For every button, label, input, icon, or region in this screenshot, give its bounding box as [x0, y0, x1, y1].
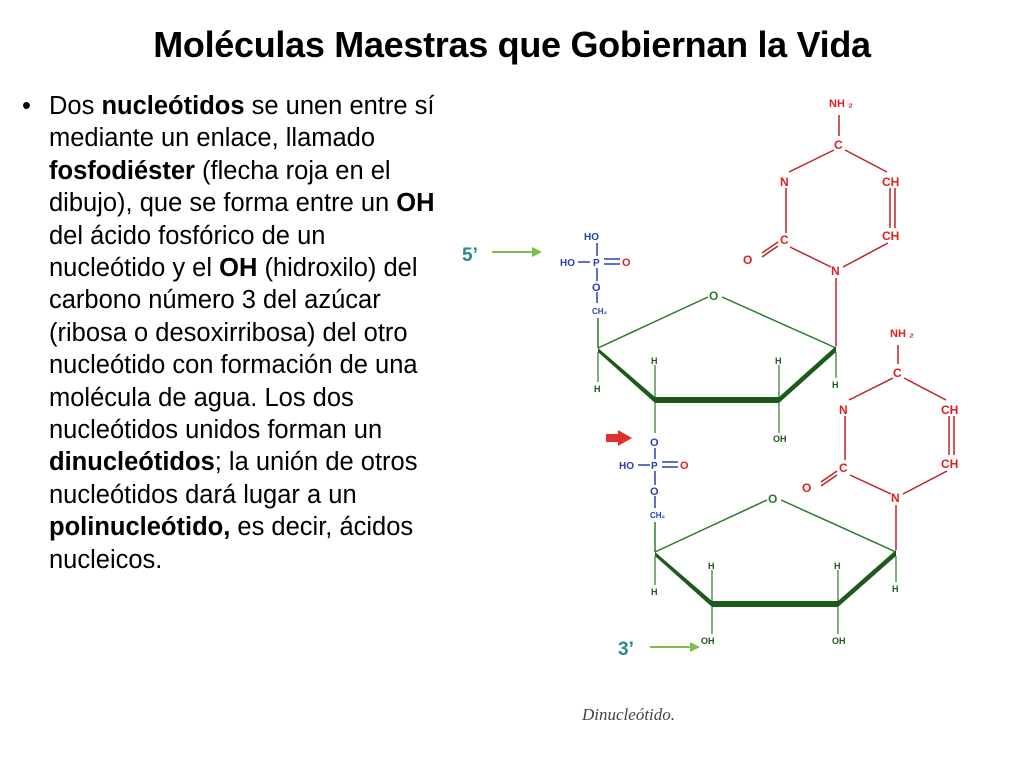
three-prime-label: 3’ [618, 639, 634, 660]
bold-term: OH [219, 254, 258, 283]
bottom-base-ch-bottom: CH [941, 457, 958, 471]
bottom-nh2: NH ₂ [890, 328, 914, 340]
bold-term: dinucleótidos [49, 448, 215, 477]
bottom-base-n-left: N [839, 403, 848, 417]
bottom-phosphate-group: O HO P O O CH₂ [619, 437, 689, 520]
five-prime-arrow: 5’ [462, 245, 542, 266]
top-base-c-left: C [780, 233, 789, 247]
top-base-o: O [743, 253, 752, 267]
top-sugar-ring: O H H H H OH [594, 289, 839, 444]
diagram-caption: Dinucleótido. [582, 705, 676, 724]
top-base: NH ₂ C N CH CH C O N [743, 98, 899, 346]
top-base-ch-bottom: CH [882, 229, 899, 243]
top-ho-left-label: HO [560, 258, 575, 269]
bottom-ring-o: O [768, 492, 777, 506]
bullet-dot: • [22, 92, 31, 120]
dinucleotide-diagram: HO HO P O O CH₂ O H H H H OH [462, 98, 958, 660]
top-h4: H [832, 380, 839, 390]
top-base-ch-top: CH [882, 175, 899, 189]
bottom-base: NH ₂ C N CH CH C O N [802, 328, 958, 550]
top-h1: H [594, 384, 601, 394]
three-prime-arrow: 3’ [618, 639, 700, 660]
paragraph-text: ; la unión de otros nucleótidos dará lug… [49, 448, 418, 509]
bottom-sugar-ring: O H H H H OH OH [651, 492, 899, 646]
paragraph-text: del ácido fosfórico de un nucleótido y e… [49, 221, 326, 283]
top-h2: H [651, 356, 658, 366]
bold-term: OH [396, 189, 435, 218]
paragraph-text: (flecha roja en el dibujo), que se forma… [49, 156, 397, 218]
top-ch2-label: CH₂ [592, 307, 608, 316]
phosphodiester-arrow [606, 430, 632, 446]
bottom-base-ch-top: CH [941, 403, 958, 417]
bottom-ch2-label: CH₂ [650, 511, 666, 520]
bottom-o-bottom-label: O [650, 486, 659, 498]
top-o-bottom-label: O [592, 282, 601, 294]
top-ring-o: O [709, 289, 718, 303]
bottom-h1: H [651, 587, 658, 597]
top-o-right-label: O [622, 257, 631, 269]
bottom-h2: H [708, 561, 715, 571]
top-oh: OH [773, 434, 787, 444]
bold-term: fosfodiéster [49, 156, 195, 185]
bottom-o-top-label: O [650, 437, 659, 449]
bottom-oh-right: OH [832, 636, 846, 646]
bottom-h3: H [834, 561, 841, 571]
top-ho-label: HO [584, 232, 599, 243]
paragraph-text: es decir, ácidos nucleicos. [49, 513, 414, 574]
bottom-o-right-label: O [680, 460, 689, 472]
five-prime-label: 5’ [462, 245, 478, 266]
bottom-base-c-top: C [893, 366, 902, 380]
bottom-h4: H [892, 584, 899, 594]
bottom-base-n-bottom: N [891, 491, 900, 505]
bottom-ho-left-label: HO [619, 461, 634, 472]
paragraph-text: Dos [49, 92, 102, 120]
top-h3: H [775, 356, 782, 366]
bold-term: polinucleótido, [49, 513, 231, 542]
slide-title: Moléculas Maestras que Gobiernan la Vida [153, 24, 871, 65]
top-base-n-left: N [780, 175, 789, 189]
bottom-base-o: O [802, 481, 811, 495]
bold-term: nucleótidos [101, 92, 245, 120]
top-p-label: P [593, 258, 600, 269]
bullet-text: Dos nucleótidos se unen entre sí mediant… [49, 90, 444, 576]
paragraph-text: (hidroxilo) del carbono número 3 del azú… [49, 254, 418, 445]
bottom-base-c-left: C [839, 461, 848, 475]
top-nh2: NH ₂ [829, 98, 853, 110]
bottom-oh-left: OH [701, 636, 715, 646]
top-base-c-top: C [834, 138, 843, 152]
top-base-n-bottom: N [831, 264, 840, 278]
paragraph-text: se unen entre sí mediante un enlace, lla… [49, 92, 435, 153]
bottom-p-label: P [651, 461, 658, 472]
top-phosphate-group: HO HO P O O CH₂ [560, 232, 631, 316]
